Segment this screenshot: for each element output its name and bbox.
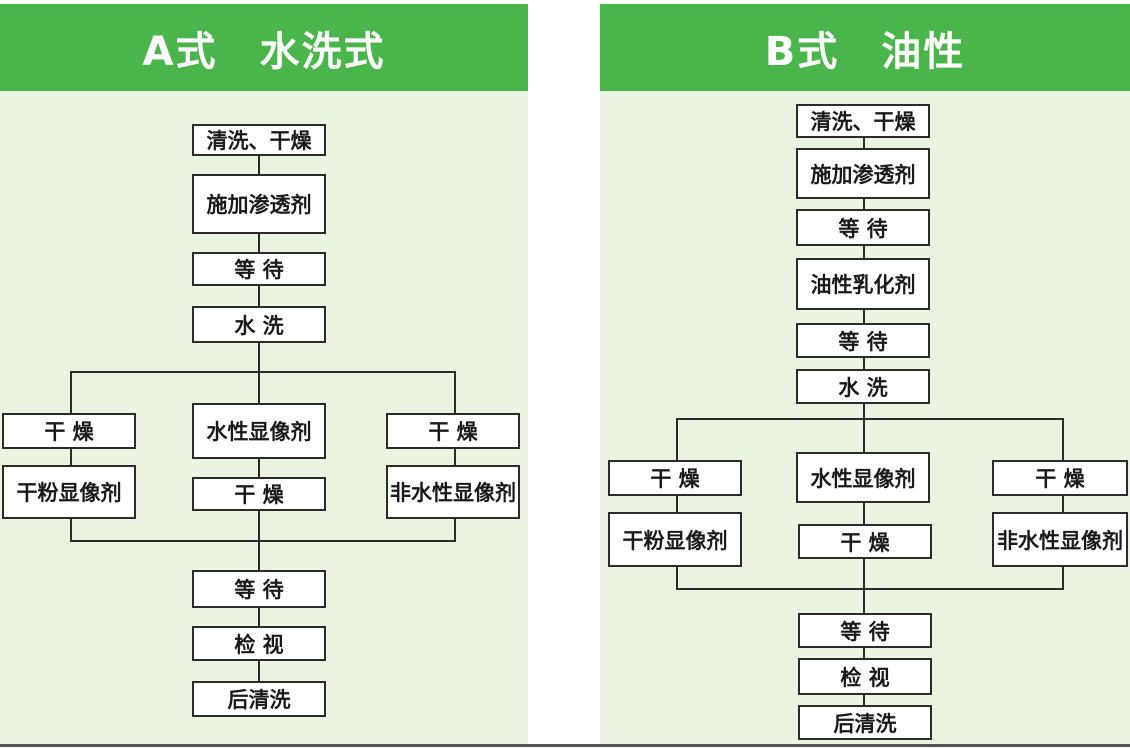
step-wait-2: 等 待 <box>796 323 930 358</box>
step-post-clean: 后清洗 <box>798 705 932 740</box>
step-apply-penetrant: 施加渗透剂 <box>796 148 930 199</box>
step-wait: 等 待 <box>192 252 326 286</box>
connector <box>258 509 260 542</box>
connector <box>1062 418 1064 462</box>
panel-b: B式 油性 清洗、干燥 施加渗透剂 等 待 油性乳化剂 等 待 水 洗 干 燥 … <box>600 4 1130 744</box>
step-left-developer: 干粉显像剂 <box>2 465 136 519</box>
step-wait-3: 等 待 <box>798 613 932 648</box>
connector <box>258 540 260 572</box>
branch-merge-line <box>70 540 456 542</box>
step-clean-dry: 清洗、干燥 <box>796 104 930 138</box>
step-right-developer: 非水性显像剂 <box>992 512 1128 567</box>
step-mid-developer: 水性显像剂 <box>796 452 930 503</box>
step-emulsifier: 油性乳化剂 <box>796 258 930 310</box>
step-wait: 等 待 <box>796 209 930 246</box>
step-left-developer: 干粉显像剂 <box>608 512 742 567</box>
step-left-dry: 干 燥 <box>608 460 742 496</box>
step-left-dry: 干 燥 <box>2 413 136 449</box>
connector <box>863 418 865 454</box>
step-mid-dry: 干 燥 <box>798 524 932 559</box>
connector <box>863 501 865 526</box>
bottom-rule <box>0 744 1130 747</box>
step-right-dry: 干 燥 <box>386 413 520 449</box>
step-right-dry: 干 燥 <box>992 460 1128 496</box>
connector <box>258 232 260 254</box>
connector <box>1062 565 1064 590</box>
connector <box>454 371 456 415</box>
step-inspect: 检 视 <box>192 626 326 661</box>
connector <box>863 197 865 211</box>
connector <box>863 402 865 420</box>
connector <box>70 447 72 467</box>
connector <box>863 244 865 260</box>
connector <box>70 371 72 415</box>
step-apply-penetrant: 施加渗透剂 <box>192 174 326 234</box>
step-clean-dry: 清洗、干燥 <box>192 124 326 156</box>
step-mid-dry: 干 燥 <box>192 477 326 511</box>
connector <box>863 308 865 325</box>
connector <box>863 557 865 590</box>
connector <box>863 356 865 371</box>
connector <box>454 447 456 467</box>
connector <box>1062 494 1064 514</box>
connector <box>258 606 260 628</box>
panel-b-title: B式 油性 <box>600 4 1130 91</box>
connector <box>676 565 678 590</box>
connector <box>863 136 865 150</box>
connector <box>258 341 260 373</box>
step-mid-developer: 水性显像剂 <box>192 403 326 459</box>
step-water-wash: 水 洗 <box>796 369 930 404</box>
step-right-developer: 非水性显像剂 <box>386 465 520 519</box>
connector <box>863 646 865 660</box>
connector <box>258 284 260 308</box>
connector <box>454 517 456 542</box>
step-inspect: 检 视 <box>798 658 932 695</box>
connector <box>258 659 260 683</box>
branch-split-line <box>676 418 1064 420</box>
connector <box>258 457 260 479</box>
branch-split-line <box>70 371 456 373</box>
connector <box>676 418 678 462</box>
panel-a: A式 水洗式 清洗、干燥 施加渗透剂 等 待 水 洗 干 燥 水性显像剂 干 燥… <box>0 4 528 744</box>
step-post-clean: 后清洗 <box>192 681 326 717</box>
connector <box>863 588 865 615</box>
connector <box>863 693 865 707</box>
connector <box>70 517 72 542</box>
branch-merge-line <box>676 588 1064 590</box>
step-wait-2: 等 待 <box>192 570 326 608</box>
connector <box>676 494 678 514</box>
connector <box>258 154 260 176</box>
panel-a-title: A式 水洗式 <box>0 4 528 91</box>
step-water-wash: 水 洗 <box>192 306 326 343</box>
connector <box>258 371 260 405</box>
